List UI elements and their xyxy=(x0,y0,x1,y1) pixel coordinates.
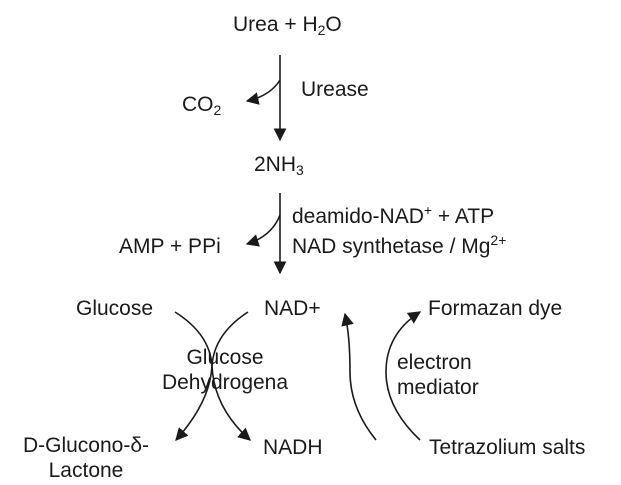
nadh-label: NADH xyxy=(263,436,323,459)
enzyme-line-1: Glucose xyxy=(186,346,264,369)
urease-enzyme-label: Urease xyxy=(301,78,369,101)
nad-to-nadh-arrow xyxy=(211,311,251,441)
deamido-nad-atp-label: deamido-NAD+ + ATP xyxy=(292,202,495,228)
ammonia-label: 2NH3 xyxy=(254,153,304,178)
nadh-to-nad-arrow xyxy=(341,312,377,441)
lactone-line-1: D-Glucono-δ- xyxy=(22,434,150,457)
amp-release-arrow xyxy=(245,214,281,247)
electron-mediator-label: electron mediator xyxy=(397,350,479,400)
mediator-line-2: mediator xyxy=(397,376,479,400)
glucose-dehydrogenase-label: Glucose Dehydrogena xyxy=(140,345,310,395)
glucose-label: Glucose xyxy=(76,297,154,320)
nad-label: NAD+ xyxy=(264,297,321,320)
co2-label: CO2 xyxy=(182,93,222,118)
enzyme-line-2: Dehydrogena xyxy=(161,371,289,395)
salts-to-dye-arrow xyxy=(385,311,422,441)
lactone-line-2: Lactone xyxy=(48,459,124,483)
co2-release-arrow xyxy=(245,79,281,105)
urea-water-label: Urea + H2O xyxy=(233,13,342,38)
nad-synthetase-label: NAD synthetase / Mg2+ xyxy=(292,232,507,258)
mediator-line-1: electron xyxy=(397,351,472,374)
formazan-dye-label: Formazan dye xyxy=(428,297,563,320)
tetrazolium-salts-label: Tetrazolium salts xyxy=(429,436,586,459)
amp-ppi-label: AMP + PPi xyxy=(119,235,221,258)
glucono-lactone-label: D-Glucono-δ- Lactone xyxy=(6,433,166,483)
